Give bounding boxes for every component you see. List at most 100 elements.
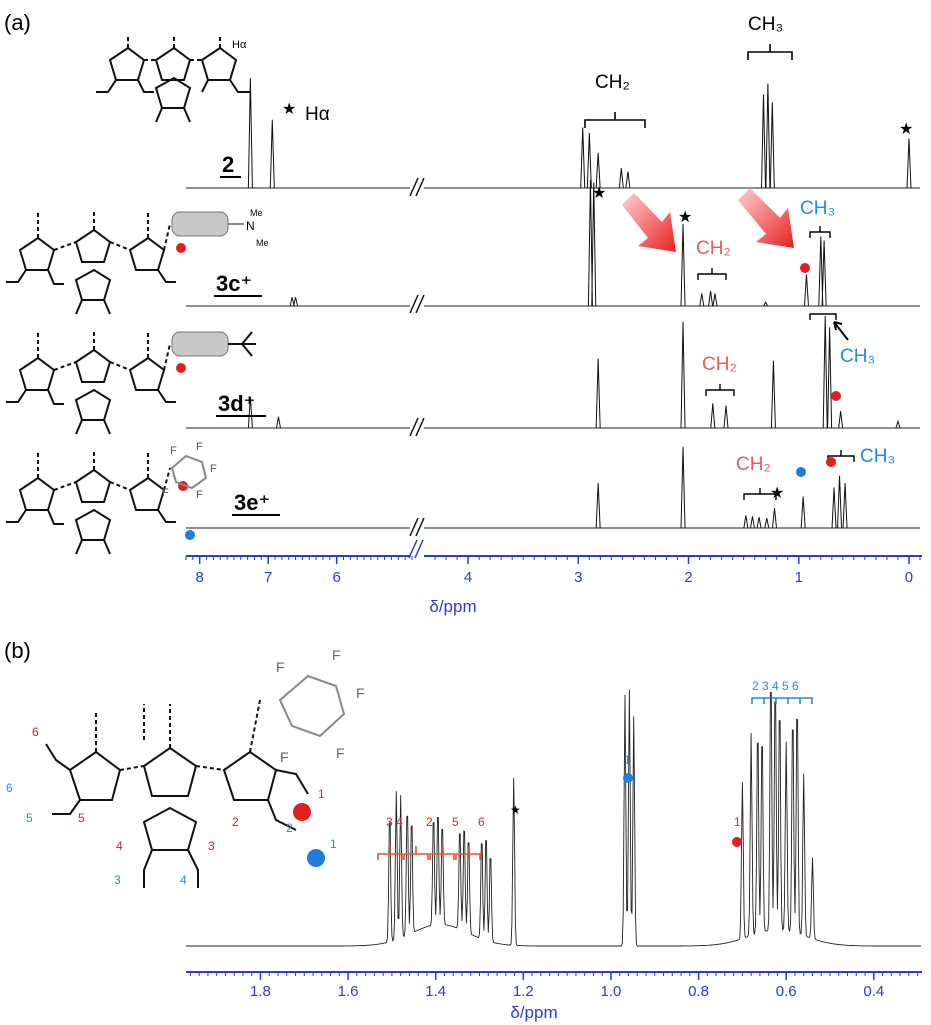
- tick-label: 0.4: [863, 983, 884, 1000]
- spectrum-peak: [756, 517, 762, 529]
- peak-label-23456: 2 3 4 5 6: [752, 679, 799, 693]
- fluoro-label-b-5: F: [280, 749, 289, 765]
- fluoro-label-b-3: F: [356, 685, 365, 701]
- tick-label: 0: [905, 569, 913, 586]
- tick-label: 1.0: [601, 983, 622, 1000]
- panel-b-label: (b): [4, 638, 31, 663]
- svg-text:5: 5: [78, 811, 85, 825]
- spectrum-4: [186, 446, 920, 529]
- tick-label: 1.6: [338, 983, 359, 1000]
- tick-label: 6: [332, 569, 340, 586]
- ch3-bracket-3c: [809, 226, 831, 238]
- ch2-label-3c: CH₂: [696, 238, 731, 259]
- blue-dot-peak: [623, 773, 633, 783]
- panel-a-label: (a): [4, 10, 31, 35]
- ch3-bracket-3d: [809, 313, 837, 320]
- ch3-bracket-2: [747, 44, 793, 60]
- spectrum-2: [186, 179, 920, 307]
- tick-label: 3: [574, 569, 582, 586]
- svg-text:★: ★: [282, 101, 296, 118]
- ch3-label-3d: CH₃: [840, 346, 875, 367]
- spectrum-peak: [743, 515, 749, 529]
- spectrum-peak: [586, 132, 592, 189]
- red-dot-peak: [732, 837, 742, 847]
- ch3-label-3e: CH₃: [860, 446, 895, 467]
- svg-text:3: 3: [208, 839, 215, 853]
- spectrum-peak: [269, 119, 275, 189]
- tick-label: 1.4: [425, 983, 446, 1000]
- spectrum-peak: [760, 94, 766, 189]
- spectrum-peak: [699, 293, 705, 307]
- spectrum-peak: [710, 403, 716, 429]
- peak-label-34: 3 4: [386, 815, 403, 829]
- spectrum-peak: [800, 496, 806, 529]
- spectrum-peak: [906, 138, 912, 189]
- spectrum-peak: [680, 321, 686, 429]
- spectrum-peak: [591, 182, 597, 307]
- svg-text:1: 1: [318, 787, 325, 801]
- tick-label: 2: [684, 569, 692, 586]
- tick-label: 1.2: [513, 983, 534, 1000]
- fluoro-label-b-4: F: [336, 745, 345, 761]
- spectrum-peak: [618, 168, 624, 189]
- axis-break-marks: [408, 177, 425, 559]
- spectra-panel-b: [186, 689, 922, 947]
- tick-label: 7: [264, 569, 272, 586]
- spectrum-peak: [723, 405, 729, 429]
- peak-label-6: 6: [478, 815, 485, 829]
- peak-label-5: 5: [452, 815, 459, 829]
- svg-text:★: ★: [770, 485, 784, 502]
- spectrum-peak: [770, 360, 776, 429]
- spectrum-peak: [595, 152, 601, 189]
- svg-text:★: ★: [678, 209, 692, 226]
- shift-arrow-ch3: [738, 188, 794, 248]
- svg-text:3: 3: [114, 873, 121, 887]
- spectrum-peak: [625, 171, 631, 189]
- spectrum-peak: [680, 446, 686, 529]
- spectrum-peak: [595, 482, 601, 529]
- svg-text:Hα: Hα: [232, 39, 247, 51]
- methyl-label-1: Me: [250, 208, 263, 218]
- fluoro-label-4: F: [196, 489, 203, 501]
- ch2-label-3e: CH₂: [736, 454, 771, 475]
- spectrum-peak: [821, 240, 827, 307]
- spectrum-peak: [818, 236, 824, 307]
- spectra-panel-a: [186, 77, 920, 529]
- molecule-2: Hα: [96, 34, 250, 123]
- svg-text:2: 2: [232, 815, 239, 829]
- spectrum-peak: [595, 358, 601, 429]
- spectrum-peak: [831, 487, 837, 529]
- spectrum-peak: [772, 508, 778, 529]
- svg-text:1: 1: [330, 837, 337, 851]
- x-axis-label-a: δ/ppm: [429, 597, 476, 616]
- tick-label: 1: [795, 569, 803, 586]
- svg-text:6: 6: [32, 725, 39, 739]
- svg-text:★: ★: [899, 121, 913, 138]
- spectrum-peak: [765, 83, 771, 189]
- x-axis-label-b: δ/ppm: [510, 1003, 557, 1022]
- reference-stars: ★ ★ ★ ★ ★: [282, 101, 913, 502]
- spectrum-peak: [247, 396, 253, 429]
- spectrum-peak: [247, 77, 253, 189]
- fluoro-label-3: F: [210, 463, 217, 475]
- ch2-bracket-3e: [743, 488, 777, 500]
- spectrum-peak: [708, 290, 714, 307]
- phenyl-NMe2: N Me Me: [163, 208, 269, 251]
- compound-label-3c: 3c⁺: [216, 271, 252, 296]
- molecule-numbers: 6 6 5 5 4 3 3 4 2 2 1 1: [6, 725, 337, 887]
- ch2-bracket-3d: [705, 384, 735, 396]
- spectrum-trace: [186, 689, 922, 947]
- fluoro-label-1: F: [170, 445, 177, 457]
- nitrogen-label: N: [246, 219, 255, 233]
- molecule-3e: F F F F F: [6, 441, 217, 555]
- methyl-label-2: Me: [256, 238, 269, 248]
- spectrum-peak: [842, 482, 848, 529]
- spectrum-peak: [680, 224, 686, 307]
- tick-label: 0.8: [688, 983, 709, 1000]
- spectrum-peak: [712, 293, 718, 307]
- ch2-bracket-3c: [697, 268, 727, 280]
- spectrum-1: [186, 77, 920, 189]
- ch3-label-2: CH₃: [748, 14, 783, 35]
- compound-label-3e: 3e⁺: [234, 490, 270, 515]
